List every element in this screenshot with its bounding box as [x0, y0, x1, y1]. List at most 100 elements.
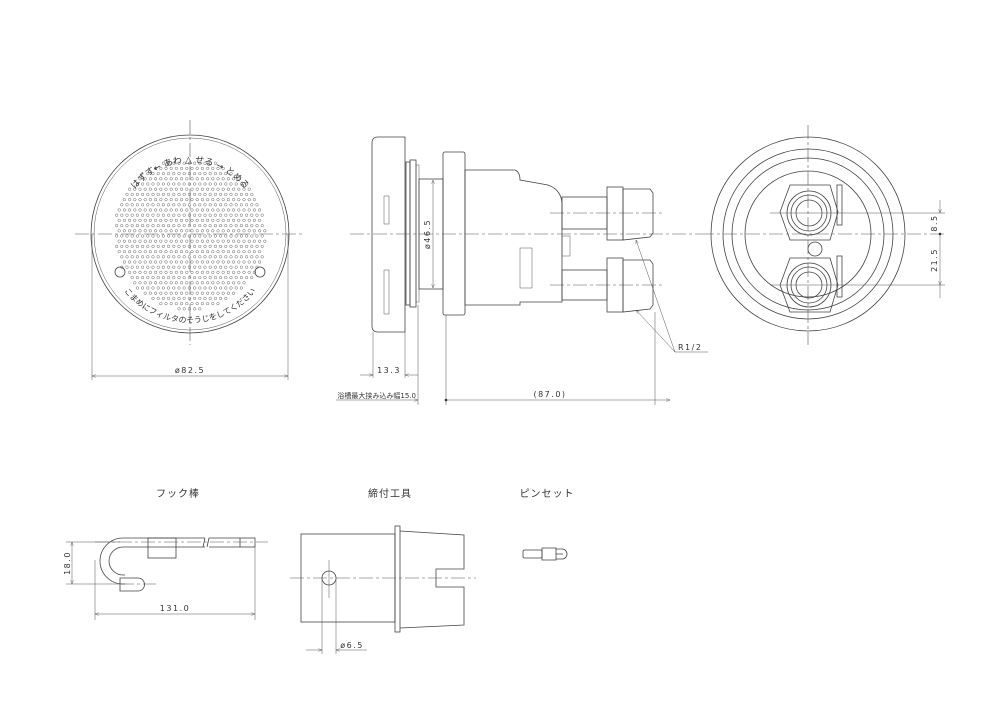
filter-dot: [203, 161, 207, 165]
filter-dot: [187, 307, 191, 311]
filter-dot: [169, 291, 173, 295]
filter-dot: [172, 161, 176, 165]
filter-dot: [213, 234, 217, 238]
filter-dot: [148, 291, 152, 295]
filter-dot: [128, 260, 132, 264]
filter-dot: [182, 161, 186, 165]
filter-dot: [250, 276, 254, 280]
filter-dot: [216, 218, 220, 222]
filter-dot: [177, 192, 181, 196]
filter-dot: [167, 182, 171, 186]
filter-dot: [224, 203, 228, 207]
filter-dot: [247, 208, 251, 212]
filter-dot: [115, 244, 119, 248]
filter-dot: [206, 208, 210, 212]
filter-dot: [177, 224, 181, 228]
filter-dot: [164, 260, 168, 264]
filter-dot: [133, 281, 137, 285]
rear-view: 8.5 21.5: [700, 125, 945, 345]
filter-dot: [224, 296, 228, 300]
filter-dot: [156, 255, 160, 259]
filter-dot: [159, 166, 163, 170]
filter-dot: [185, 270, 189, 274]
filter-dot: [169, 166, 173, 170]
filter-dot: [190, 270, 194, 274]
filter-dot: [224, 224, 228, 228]
filter-dot: [219, 234, 223, 238]
filter-dot: [234, 255, 238, 259]
filter-dot: [198, 307, 202, 311]
filter-dot: [164, 281, 168, 285]
filter-dot: [146, 286, 150, 290]
filter-dot: [239, 203, 243, 207]
filter-dot: [167, 203, 171, 207]
filter-dot: [117, 208, 121, 212]
filter-dot: [156, 286, 160, 290]
filter-dot: [133, 239, 137, 243]
filter-dot: [247, 229, 251, 233]
filter-dot: [206, 166, 210, 170]
filter-dot: [141, 234, 145, 238]
filter-dot: [161, 255, 165, 259]
filter-dot: [232, 187, 236, 191]
filter-dot: [232, 281, 236, 285]
filter-dot: [213, 172, 217, 176]
filter-dot: [141, 265, 145, 269]
filter-dot: [252, 250, 256, 254]
filter-dot: [252, 270, 256, 274]
filter-dot: [211, 166, 215, 170]
filter-dot: [216, 187, 220, 191]
filter-dot: [156, 224, 160, 228]
filter-dot: [190, 281, 194, 285]
filter-dot: [211, 291, 215, 295]
filter-dot: [174, 250, 178, 254]
filter-dot: [206, 291, 210, 295]
tweezers: ピンセット: [520, 488, 574, 561]
filter-dot: [133, 270, 137, 274]
filter-dot: [195, 177, 199, 181]
filter-dot: [125, 244, 129, 248]
filter-dot: [182, 213, 186, 217]
filter-dot: [125, 192, 129, 196]
filter-dot: [164, 218, 168, 222]
filter-dot: [159, 208, 163, 212]
filter-dot: [193, 161, 197, 165]
filter-dot: [239, 224, 243, 228]
filter-dot: [193, 255, 197, 259]
filter-dot: [206, 187, 210, 191]
filter-dot: [206, 260, 210, 264]
filter-dot: [203, 203, 207, 207]
filter-dot: [206, 198, 210, 202]
filter-dot: [154, 281, 158, 285]
filter-dot: [203, 244, 207, 248]
filter-dot: [143, 281, 147, 285]
filter-dot: [200, 177, 204, 181]
filter-dot: [226, 187, 230, 191]
filter-dot: [242, 270, 246, 274]
filter-dot: [195, 250, 199, 254]
filter-dot: [167, 286, 171, 290]
filter-dot: [177, 255, 181, 259]
filter-dot: [221, 229, 225, 233]
filter-dot: [180, 250, 184, 254]
filter-dot: [219, 213, 223, 217]
filter-dot: [180, 166, 184, 170]
filter-dot: [237, 218, 241, 222]
filter-dot: [229, 182, 233, 186]
filter-dot: [174, 291, 178, 295]
filter-dot: [216, 177, 220, 181]
filter-dot: [237, 239, 241, 243]
filter-dot: [122, 239, 126, 243]
filter-dot: [203, 213, 207, 217]
filter-dot: [156, 213, 160, 217]
filter-dot: [232, 270, 236, 274]
filter-dot: [180, 177, 184, 181]
filter-dot: [239, 234, 243, 238]
filter-dot: [221, 208, 225, 212]
filter-dot: [172, 276, 176, 280]
filter-dot: [185, 208, 189, 212]
filter-dot: [169, 208, 173, 212]
filter-dot: [182, 276, 186, 280]
filter-dot: [213, 192, 217, 196]
filter-dot: [232, 198, 236, 202]
